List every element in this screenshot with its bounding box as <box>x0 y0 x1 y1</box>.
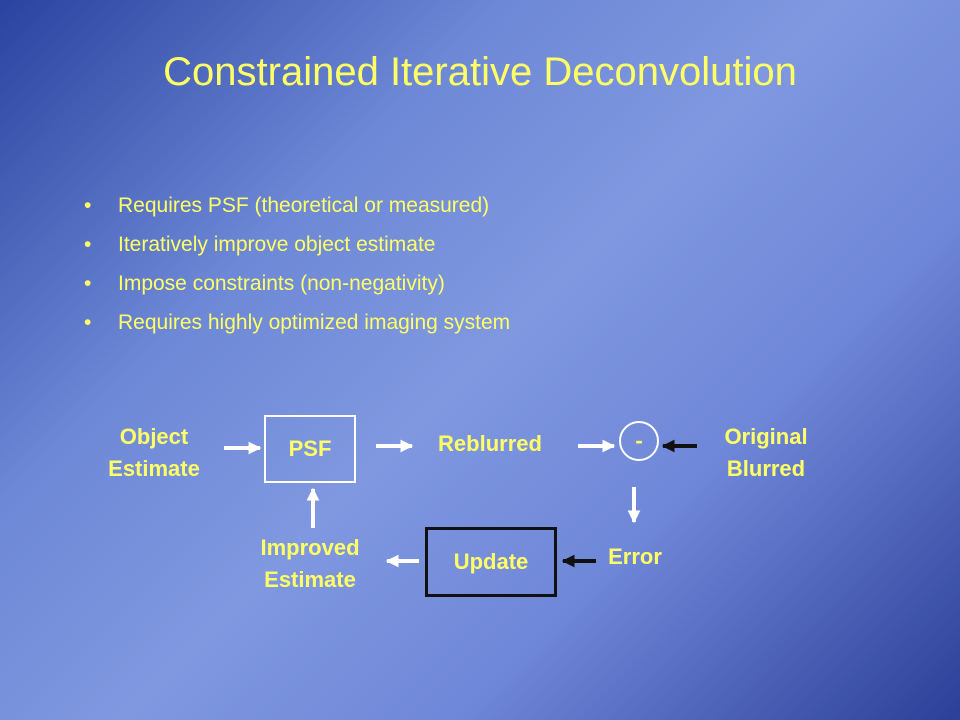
object-estimate-line-1: Object <box>119 424 189 449</box>
bullet-text: Impose constraints (non-negativity) <box>118 272 445 295</box>
bullet-text: Requires highly optimized imaging system <box>118 311 511 334</box>
bullet-dot: • <box>84 311 92 334</box>
error-label: Error <box>608 544 662 569</box>
improved-estimate-line-1: Improved <box>260 535 360 560</box>
bullet-dot: • <box>84 194 92 217</box>
bullet-item: • Requires PSF (theoretical or measured) <box>84 188 510 227</box>
subtract-node: - <box>619 421 659 461</box>
bullet-item: • Iteratively improve object estimate <box>84 227 510 266</box>
bullet-dot: • <box>84 272 92 295</box>
improved-estimate-label: Improved Estimate <box>238 532 382 596</box>
bullet-dot: • <box>84 233 92 256</box>
update-box: Update <box>425 527 557 597</box>
reblurred-label: Reblurred <box>438 431 542 456</box>
bullet-text: Iteratively improve object estimate <box>118 233 436 256</box>
psf-label: PSF <box>288 436 332 461</box>
bullet-item: • Requires highly optimized imaging syste… <box>84 305 510 344</box>
original-blurred-label: Original Blurred <box>700 421 832 485</box>
bullet-text: Requires PSF (theoretical or measured) <box>118 194 490 217</box>
object-estimate-line-2: Estimate <box>108 456 200 481</box>
original-blurred-line-2: Blurred <box>726 456 806 481</box>
minus-symbol: - <box>635 428 643 453</box>
bullet-list: •Requires PSF (theoretical or measured) … <box>84 188 510 344</box>
bullet-item: • Impose constraints (non-negativity) <box>84 266 510 305</box>
object-estimate-label: Object Estimate <box>90 421 218 485</box>
improved-estimate-line-2: Estimate <box>264 567 356 592</box>
psf-box: PSF <box>264 415 356 483</box>
update-label: Update <box>453 549 529 574</box>
slide-title: Constrained Iterative Deconvolution <box>163 50 797 94</box>
original-blurred-line-1: Original <box>724 424 808 449</box>
